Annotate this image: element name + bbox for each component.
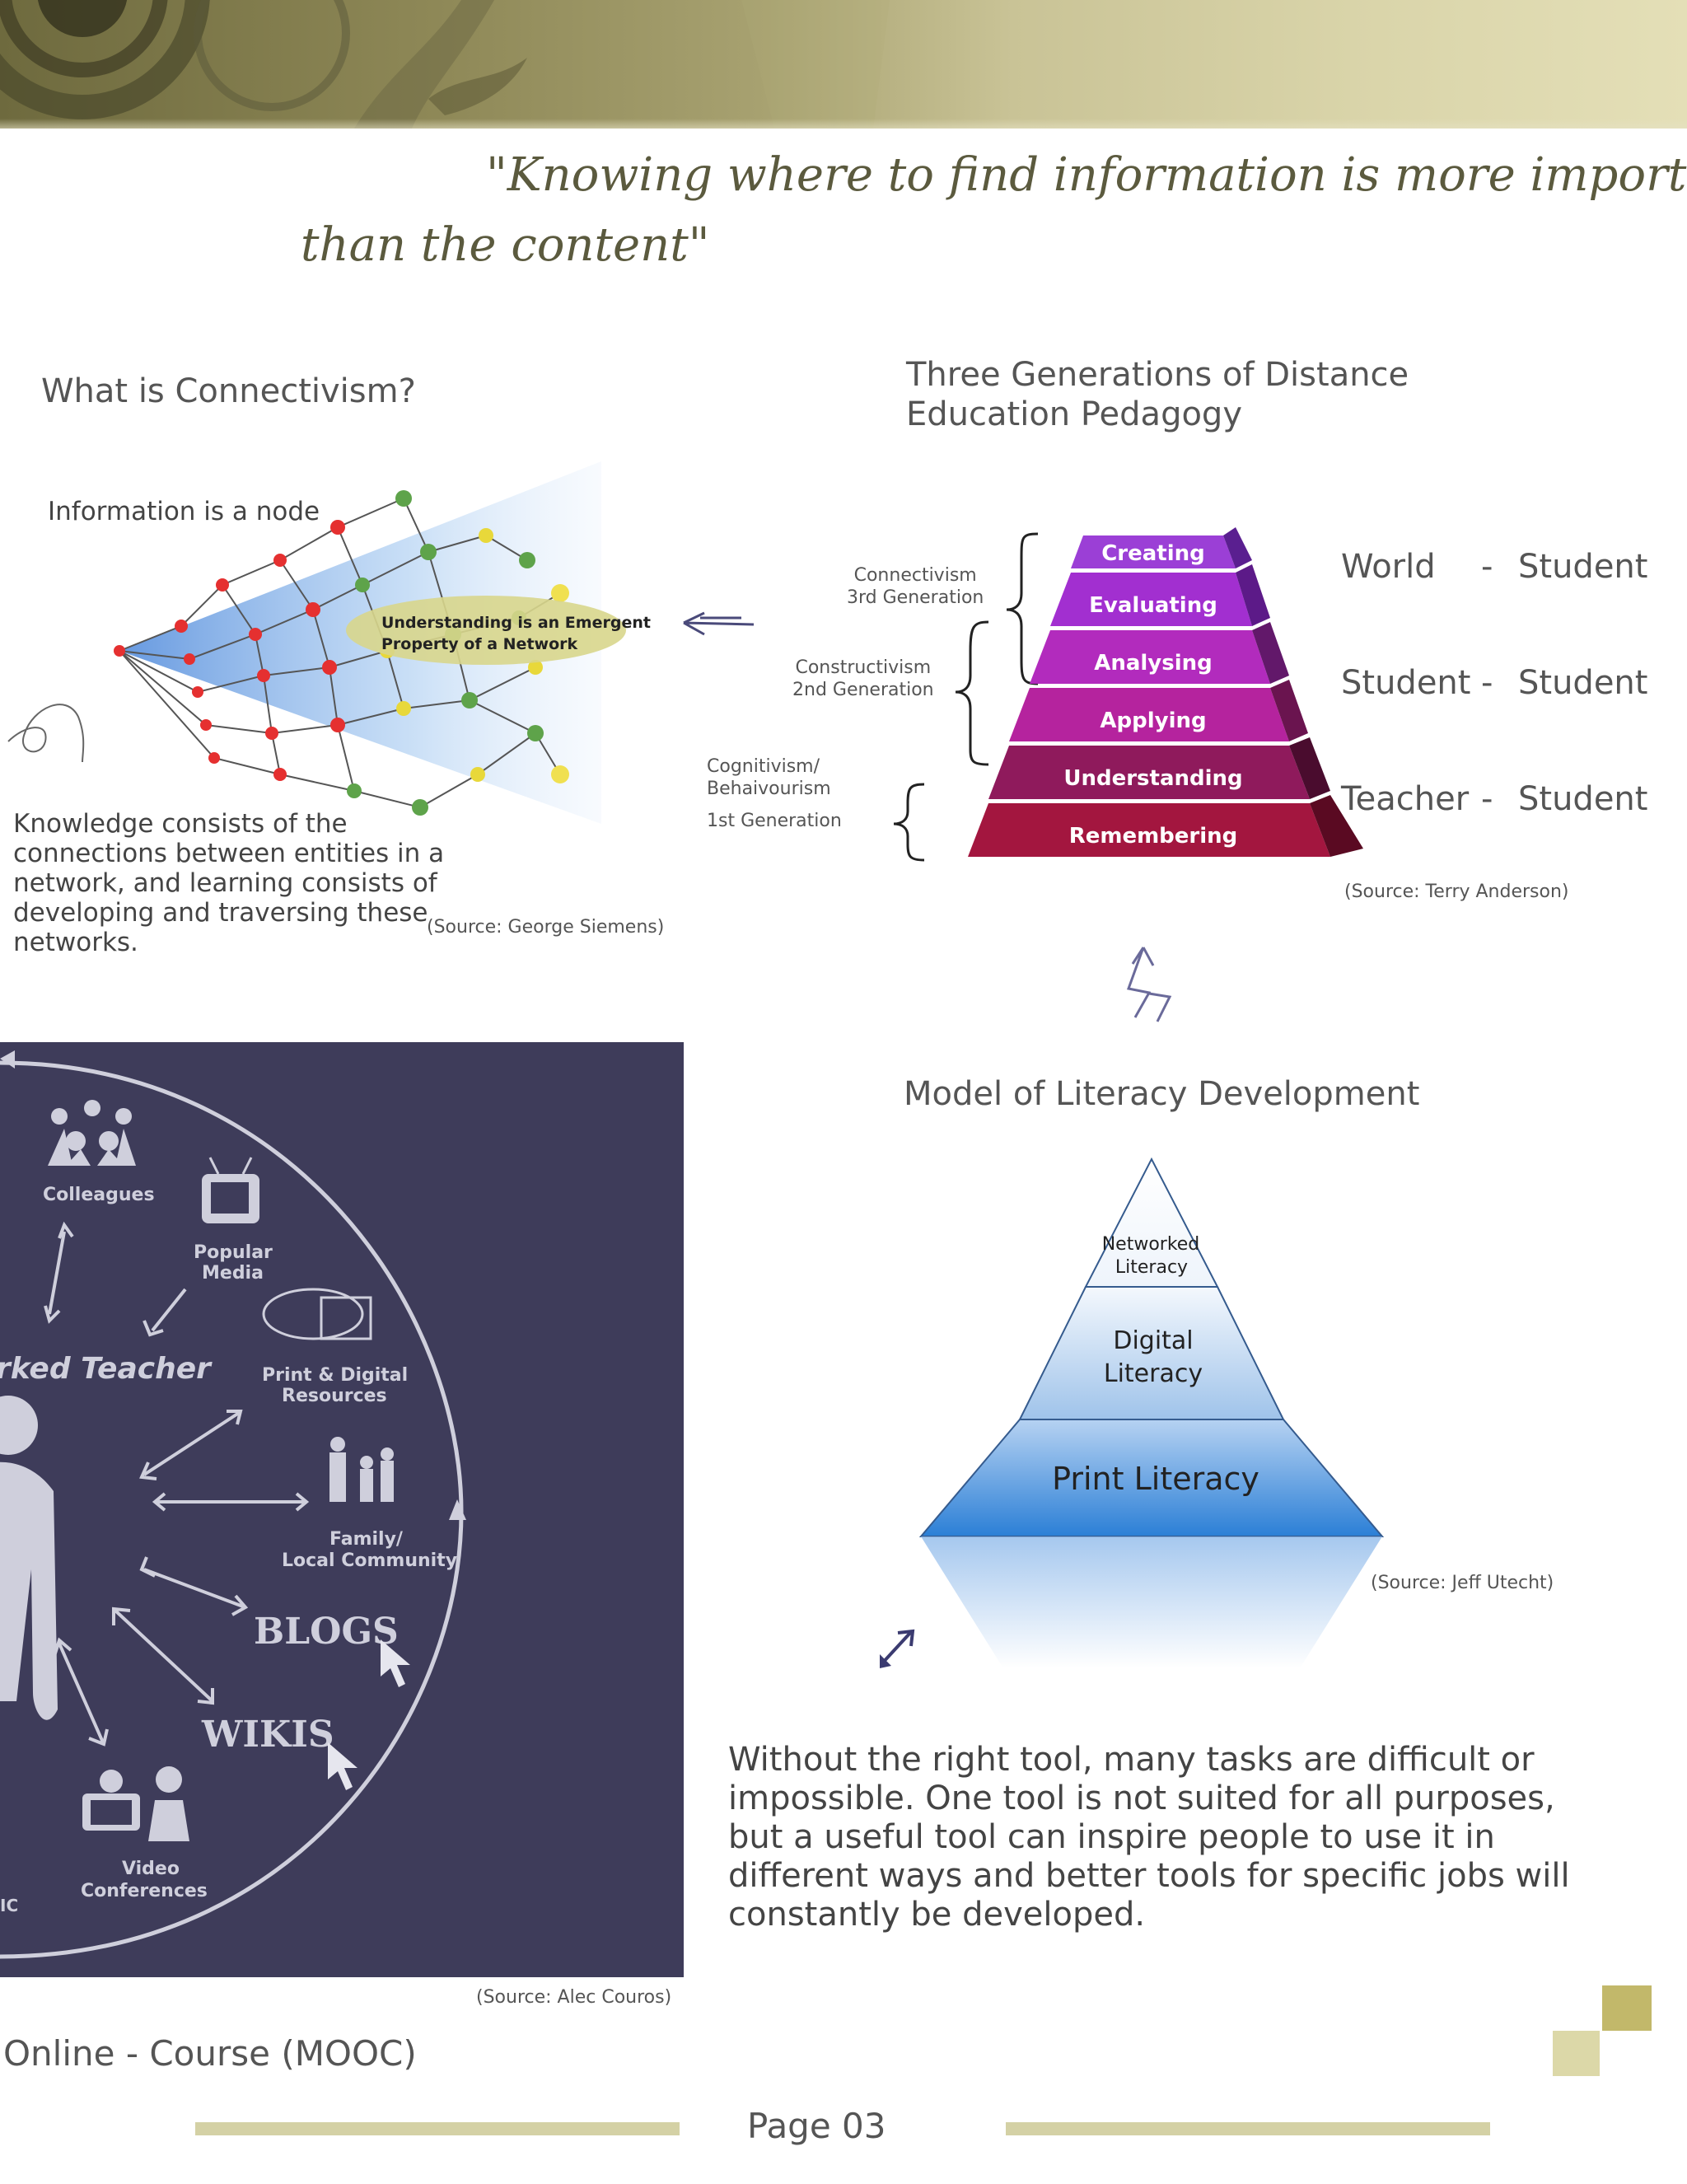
networked-teacher-panel: Colleagues Popular Media Print & Digital… [0, 1042, 684, 1977]
pyramid-level-applying [1009, 688, 1289, 741]
quote-line-2: than the content" [301, 218, 710, 272]
node-wikis: WIKIS [201, 1714, 334, 1756]
bubble-line-2: Property of a Network [381, 635, 578, 653]
svg-text:Local Community: Local Community [282, 1550, 457, 1571]
svg-text:Conferences: Conferences [81, 1881, 208, 1901]
connectivism-network-diagram: Understanding is an Emergent Property of… [114, 461, 651, 824]
relation-dash-3: - [1481, 780, 1493, 818]
print-literacy-label: Print Literacy [1052, 1461, 1259, 1497]
pyramid-level-analysing [1030, 630, 1270, 684]
up-arrow-icon [1126, 947, 1172, 1022]
edge-fragment: IC [0, 1896, 18, 1915]
level-label-creating: Creating [1101, 541, 1205, 566]
couros-source: (Source: Alec Couros) [476, 1987, 672, 2008]
page-number: Page 03 [747, 2106, 886, 2146]
digital-literacy-line1: Digital [1113, 1326, 1193, 1355]
video-conference-icon [82, 1766, 189, 1841]
networked-teacher-title: rked Teacher [0, 1352, 213, 1386]
blooms-pyramid: Creating Evaluating Analysing Applying U… [893, 527, 1363, 862]
connectivism-heading: What is Connectivism? [41, 372, 416, 410]
connection-arrows [44, 1221, 310, 1747]
banner-ornament [0, 0, 890, 129]
relation-student-left: Student [1341, 664, 1471, 702]
anderson-source: (Source: Terry Anderson) [1344, 882, 1569, 902]
pyramid-level-understanding [988, 746, 1310, 799]
digital-literacy-line2: Literacy [1104, 1359, 1203, 1388]
utecht-source: (Source: Jeff Utecht) [1371, 1573, 1554, 1593]
header-banner [0, 0, 1687, 129]
relation-student-2: Student [1518, 664, 1648, 702]
label-constructivism: Constructivism 2nd Generation [792, 657, 934, 700]
relation-world: World [1341, 548, 1436, 586]
tv-icon [202, 1157, 259, 1223]
relation-dash-1: - [1481, 548, 1493, 586]
literacy-pyramid: Networked Literacy Digital Literacy Prin… [918, 1157, 1385, 1668]
generation-brackets [893, 532, 1039, 862]
node-print-digital: Print & Digital [262, 1365, 408, 1386]
pyramid-level-evaluating [1050, 573, 1252, 626]
svg-text:Resources: Resources [282, 1386, 387, 1406]
level-label-applying: Applying [1100, 709, 1206, 733]
relation-student-3: Student [1518, 780, 1648, 818]
level-label-analysing: Analysing [1094, 651, 1213, 676]
node-blogs: BLOGS [254, 1611, 399, 1653]
footer-bar-right [1006, 2122, 1490, 2135]
footer-bar-left [195, 2122, 680, 2135]
course-title: Online - Course (MOOC) [3, 2033, 417, 2074]
siemens-source: (Source: George Siemens) [427, 917, 665, 938]
relation-teacher: Teacher [1341, 780, 1470, 818]
label-connectivism: Connectivism 3rd Generation [847, 565, 984, 608]
squiggle-doodle [7, 704, 85, 763]
accent-square-light [1553, 2031, 1600, 2076]
cursor-icons [328, 1639, 410, 1790]
bubble-line-1: Understanding is an Emergent [381, 614, 651, 632]
relation-dash-2: - [1481, 664, 1493, 702]
node-colleagues: Colleagues [43, 1185, 155, 1205]
left-arrow-icon [683, 611, 755, 636]
node-family: Family/ [329, 1529, 404, 1550]
networked-literacy-line1: Networked [1102, 1234, 1200, 1255]
node-video: Video [122, 1859, 180, 1879]
pyramid-level-remembering [968, 803, 1330, 857]
node-label: Information is a node [48, 497, 320, 526]
diagonal-arrow-icon [880, 1629, 915, 1668]
pyramid-level-creating [1071, 535, 1236, 568]
networked-literacy-line2: Literacy [1115, 1257, 1188, 1278]
networked-teacher-diagram: Colleagues Popular Media Print & Digital… [0, 1050, 466, 1959]
accent-square-dark [1602, 1985, 1652, 2031]
relation-student-1: Student [1518, 548, 1648, 586]
family-icon [329, 1437, 394, 1502]
level-label-evaluating: Evaluating [1089, 593, 1217, 618]
colleagues-icon [48, 1100, 136, 1166]
generations-heading-2: Education Pedagogy [906, 395, 1242, 433]
quote-line-1: "Knowing where to find information is mo… [486, 148, 1687, 202]
svg-text:Media: Media [202, 1263, 264, 1284]
node-popular-media: Popular [194, 1242, 273, 1263]
level-label-remembering: Remembering [1069, 824, 1238, 849]
literacy-heading: Model of Literacy Development [904, 1075, 1420, 1113]
label-cognitivism: Cognitivism/ Behaivourism 1st Generation [707, 756, 842, 831]
tool-paragraph: Without the right tool, many tasks are d… [728, 1741, 1570, 1934]
generations-heading-1: Three Generations of Distance [906, 356, 1409, 394]
connectivism-description: Knowledge consists of the connections be… [13, 809, 445, 957]
print-resources-icon [262, 1288, 372, 1340]
level-label-understanding: Understanding [1063, 766, 1242, 791]
